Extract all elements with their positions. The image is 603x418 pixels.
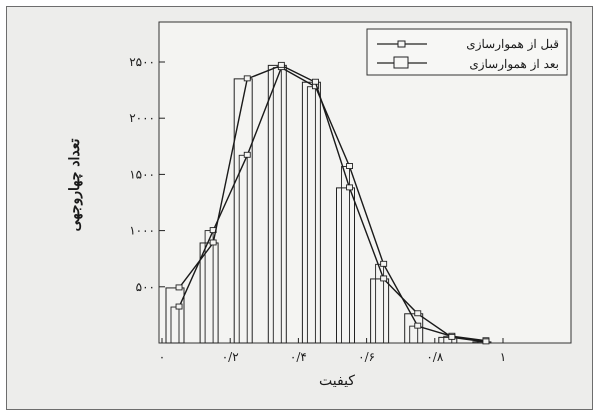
point-before-0 bbox=[175, 303, 183, 310]
point-after-3 bbox=[277, 61, 285, 68]
bar-after-1 bbox=[199, 242, 219, 344]
bar-before-6 bbox=[375, 263, 385, 344]
point-before-5 bbox=[346, 163, 353, 169]
figure-frame: ۵۰۰ ۱۰۰۰ ۱۵۰۰ ۲۰۰۰ ۲۵۰۰ ۰ ۰/۲ ۰/۴ ۰/۶ ۰/۸ ۱ قبل از… bbox=[6, 6, 593, 410]
x-tick-label-4: ۰/۸ bbox=[426, 350, 443, 364]
y-axis-label: تعداد چهاروجهی bbox=[67, 139, 83, 232]
bar-after-2 bbox=[233, 78, 253, 344]
y-tick-label-0: ۵۰۰ bbox=[136, 280, 155, 294]
bar-before-5 bbox=[341, 166, 350, 344]
x-axis-label: کیفیت bbox=[319, 373, 355, 389]
y-tick-label-3: ۲۰۰۰ bbox=[129, 111, 155, 125]
x-tick-label-3: ۰/۶ bbox=[358, 350, 375, 364]
point-after-9 bbox=[482, 338, 490, 345]
bar-before-1 bbox=[204, 230, 214, 344]
line-series bbox=[175, 61, 490, 345]
legend-label-before: قبل از هموارسازی bbox=[466, 37, 559, 51]
point-before-6 bbox=[380, 260, 388, 267]
point-after-1 bbox=[209, 239, 217, 246]
bar-series-after bbox=[165, 64, 492, 344]
bar-after-6 bbox=[370, 278, 390, 344]
point-after-5 bbox=[346, 184, 353, 191]
point-after-7 bbox=[414, 310, 422, 317]
point-before-2 bbox=[243, 151, 251, 158]
y-tick-label-1: ۱۰۰۰ bbox=[129, 224, 155, 238]
point-after-8 bbox=[448, 333, 456, 340]
bar-after-5 bbox=[336, 187, 355, 344]
point-after-6 bbox=[380, 275, 388, 282]
point-after-0 bbox=[175, 284, 183, 291]
x-tick-label-1: ۰/۲ bbox=[222, 350, 239, 364]
point-before-7 bbox=[414, 322, 422, 329]
axes: ۵۰۰ ۱۰۰۰ ۱۵۰۰ ۲۰۰۰ ۲۵۰۰ ۰ ۰/۲ ۰/۴ ۰/۶ ۰/۸ ۱ bbox=[129, 55, 506, 364]
y-tick-label-4: ۲۵۰۰ bbox=[129, 55, 155, 69]
bar-after-0 bbox=[165, 287, 185, 344]
bar-after-3 bbox=[267, 64, 287, 344]
x-tick-label-2: ۰/۴ bbox=[290, 350, 307, 364]
x-tick-label-5: ۱ bbox=[500, 350, 506, 364]
x-tick-label-0: ۰ bbox=[159, 350, 165, 364]
bar-after-4 bbox=[301, 81, 321, 344]
legend-label-after: بعد از هموارسازی bbox=[469, 57, 559, 71]
y-tick-label-2: ۱۵۰۰ bbox=[129, 167, 155, 181]
legend-marker-after bbox=[393, 56, 409, 69]
legend: قبل از هموارسازی بعد از هموارسازی bbox=[366, 28, 568, 76]
bar-before-4 bbox=[306, 86, 316, 344]
bar-before-0 bbox=[170, 306, 180, 344]
bar-before-7 bbox=[409, 325, 419, 344]
histogram-chart: ۵۰۰ ۱۰۰۰ ۱۵۰۰ ۲۰۰۰ ۲۵۰۰ ۰ ۰/۲ ۰/۴ ۰/۶ ۰/۸ ۱ قبل از… bbox=[67, 21, 572, 389]
line-before bbox=[178, 66, 487, 342]
legend-marker-before bbox=[397, 40, 406, 48]
point-after-4 bbox=[312, 78, 319, 85]
line-after bbox=[178, 64, 487, 343]
bar-before-2 bbox=[238, 154, 248, 344]
point-after-2 bbox=[243, 75, 251, 82]
